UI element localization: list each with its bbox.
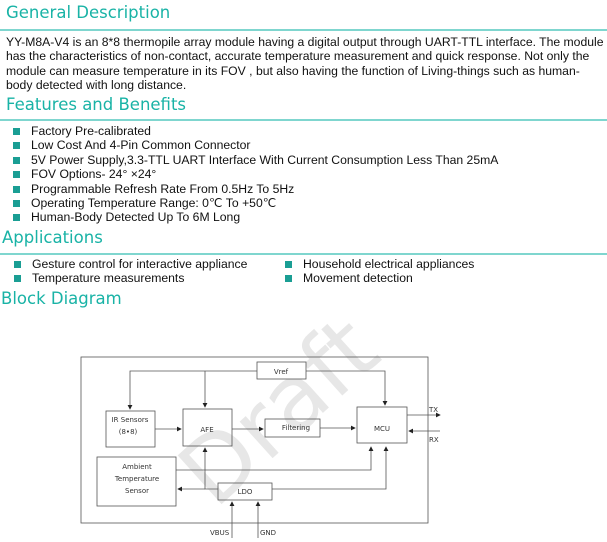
feature-text: FOV Options- 24° ×24° xyxy=(31,167,157,182)
list-item: Temperature measurements xyxy=(14,271,247,285)
features-list: Factory Pre-calibrated Low Cost And 4-Pi… xyxy=(13,124,498,225)
bullet-icon xyxy=(13,142,20,150)
heading-block-diagram: Block Diagram xyxy=(1,289,122,308)
list-item: Gesture control for interactive applianc… xyxy=(14,257,247,271)
vref-block xyxy=(256,361,307,380)
application-text: Movement detection xyxy=(303,271,413,286)
feature-text: 5V Power Supply,3.3-TTL UART Interface W… xyxy=(31,152,499,167)
divider xyxy=(0,119,607,121)
bullet-icon xyxy=(13,199,20,207)
draft-watermark: Draft xyxy=(159,297,398,527)
bullet-icon xyxy=(14,261,21,268)
vbus-label: VBUS xyxy=(210,529,230,537)
feature-text: Programmable Refresh Rate From 0.5Hz To … xyxy=(31,181,295,196)
heading-general-description: General Description xyxy=(6,3,171,22)
mcu-label: MCU xyxy=(374,425,390,433)
bullet-icon xyxy=(13,214,20,222)
application-text: Temperature measurements xyxy=(32,271,185,286)
filtering-label: Filtering xyxy=(282,424,310,432)
ambient-label: Ambient xyxy=(122,463,152,471)
bullet-icon xyxy=(285,261,292,268)
feature-text: Low Cost And 4-Pin Common Connector xyxy=(31,138,251,153)
tx-label: TX xyxy=(428,406,438,414)
applications-list-right: Household electrical appliances Movement… xyxy=(285,257,474,286)
bullet-icon xyxy=(14,275,21,283)
general-description-text: YY-M8A-V4 is an 8*8 thermopile array mod… xyxy=(6,35,604,92)
list-item: Low Cost And 4-Pin Common Connector xyxy=(13,138,498,152)
vref-label: Vref xyxy=(274,368,289,376)
list-item: Movement detection xyxy=(285,271,474,285)
feature-text: Factory Pre-calibrated xyxy=(31,124,151,138)
list-item: Operating Temperature Range: 0℃ To +50℃ xyxy=(13,196,498,210)
afe-label: AFE xyxy=(200,426,213,434)
divider xyxy=(0,253,607,255)
rx-label: RX xyxy=(429,436,439,444)
heading-features: Features and Benefits xyxy=(6,95,187,114)
diagram-frame xyxy=(80,356,429,524)
list-item: Human-Body Detected Up To 6M Long xyxy=(13,210,498,224)
list-item: Programmable Refresh Rate From 0.5Hz To … xyxy=(13,182,498,196)
bullet-icon xyxy=(13,128,20,135)
list-item: Factory Pre-calibrated xyxy=(13,124,498,138)
heading-applications: Applications xyxy=(2,228,103,247)
gnd-label: GND xyxy=(260,529,276,537)
feature-text: Operating Temperature Range: 0℃ To +50℃ xyxy=(31,195,277,210)
bullet-icon xyxy=(13,185,20,193)
bullet-icon xyxy=(13,156,20,164)
ir-sensors-size: (8•8) xyxy=(119,428,138,436)
ambient-sensor-block xyxy=(96,456,177,507)
ir-sensors-label: IR Sensors xyxy=(112,416,149,424)
application-text: Household electrical appliances xyxy=(303,257,475,271)
feature-text: Human-Body Detected Up To 6M Long xyxy=(31,210,241,225)
ldo-block xyxy=(217,482,273,501)
bullet-icon xyxy=(285,275,292,283)
afe-block xyxy=(182,408,233,447)
bullet-icon xyxy=(13,171,20,179)
list-item: Household electrical appliances xyxy=(285,257,474,271)
list-item: 5V Power Supply,3.3-TTL UART Interface W… xyxy=(13,153,498,167)
ambient-label: Sensor xyxy=(125,487,149,495)
list-item: FOV Options- 24° ×24° xyxy=(13,167,498,181)
ambient-label: Temperature xyxy=(114,475,159,483)
applications-list-left: Gesture control for interactive applianc… xyxy=(14,257,247,286)
divider xyxy=(0,29,607,31)
ldo-label: LDO xyxy=(238,488,253,496)
application-text: Gesture control for interactive applianc… xyxy=(32,257,248,271)
mcu-block xyxy=(356,406,408,444)
